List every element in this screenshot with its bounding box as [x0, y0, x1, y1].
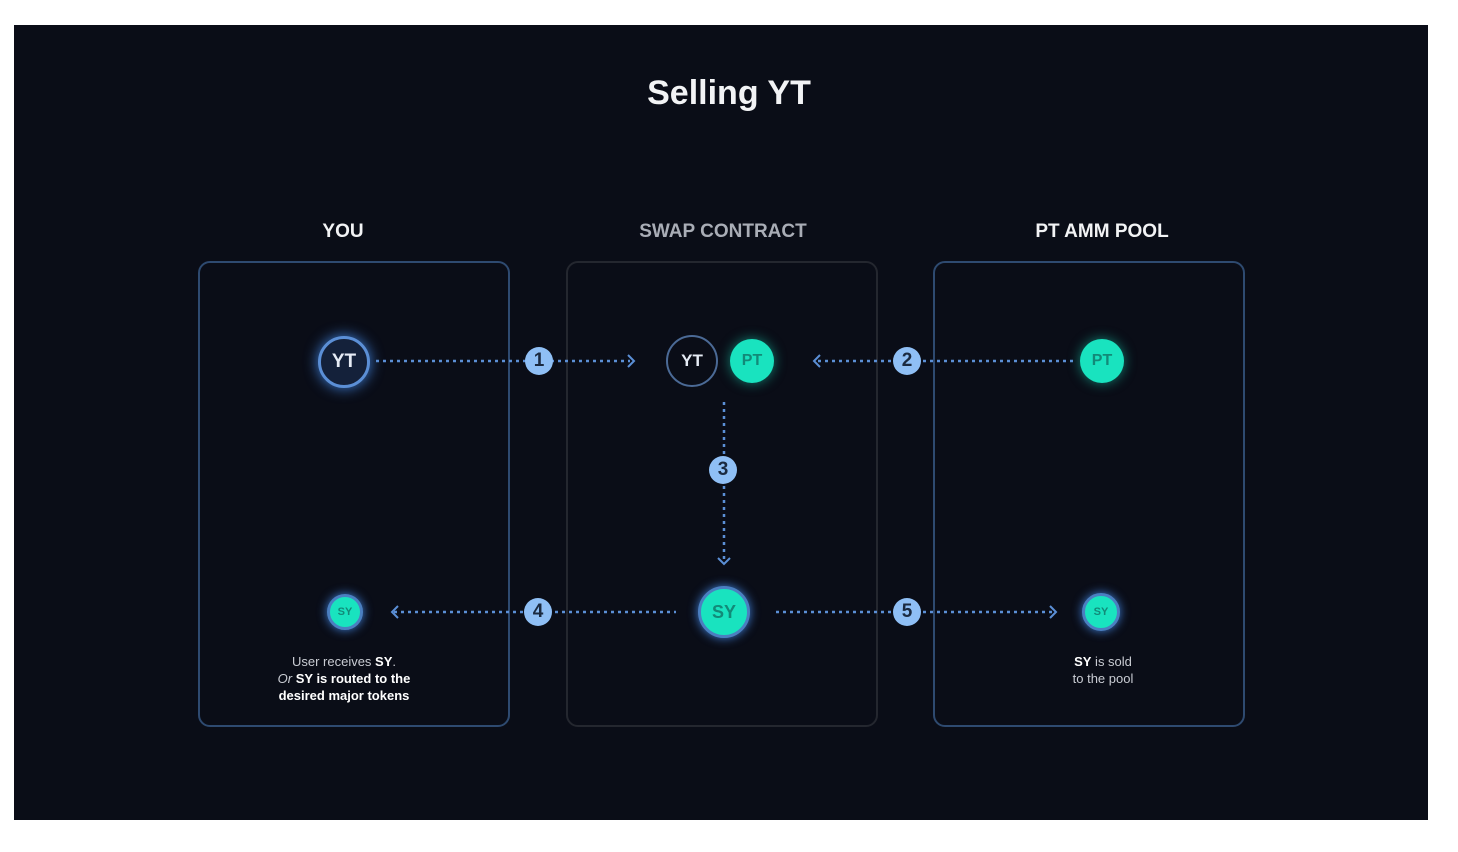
pt-token-pool: PT [1080, 339, 1124, 383]
column-header-pt-amm-pool: PT AMM POOL [1035, 221, 1169, 242]
step-1-badge: 1 [525, 347, 553, 375]
step-4-badge: 4 [524, 598, 552, 626]
step-2-badge: 2 [893, 347, 921, 375]
step-5-badge: 5 [893, 598, 921, 626]
you-note: User receives SY. Or SY is routed to the… [277, 654, 411, 703]
you-box [198, 261, 510, 727]
sy-token-swap: SY [698, 586, 750, 638]
arrow-1-head [627, 354, 636, 368]
arrow-4-head [390, 605, 399, 619]
arrow-3-head [717, 557, 731, 566]
swap-contract-box [566, 261, 878, 727]
step-3-badge: 3 [709, 456, 737, 484]
pt-token-swap: PT [730, 339, 774, 383]
sy-token-pool: SY [1082, 593, 1120, 631]
pool-note: SY is sold to the pool [1072, 654, 1134, 686]
column-header-you: YOU [322, 221, 364, 242]
yt-token-you: YT [318, 336, 370, 388]
diagram-panel [14, 25, 1428, 820]
arrow-5-head [1049, 605, 1058, 619]
column-header-swap-contract: SWAP CONTRACT [639, 221, 807, 242]
yt-token-swap: YT [666, 335, 718, 387]
sy-token-you: SY [327, 594, 363, 630]
pt-amm-pool-box [933, 261, 1245, 727]
arrow-2-head [812, 354, 821, 368]
diagram-title: Selling YT [647, 74, 811, 112]
